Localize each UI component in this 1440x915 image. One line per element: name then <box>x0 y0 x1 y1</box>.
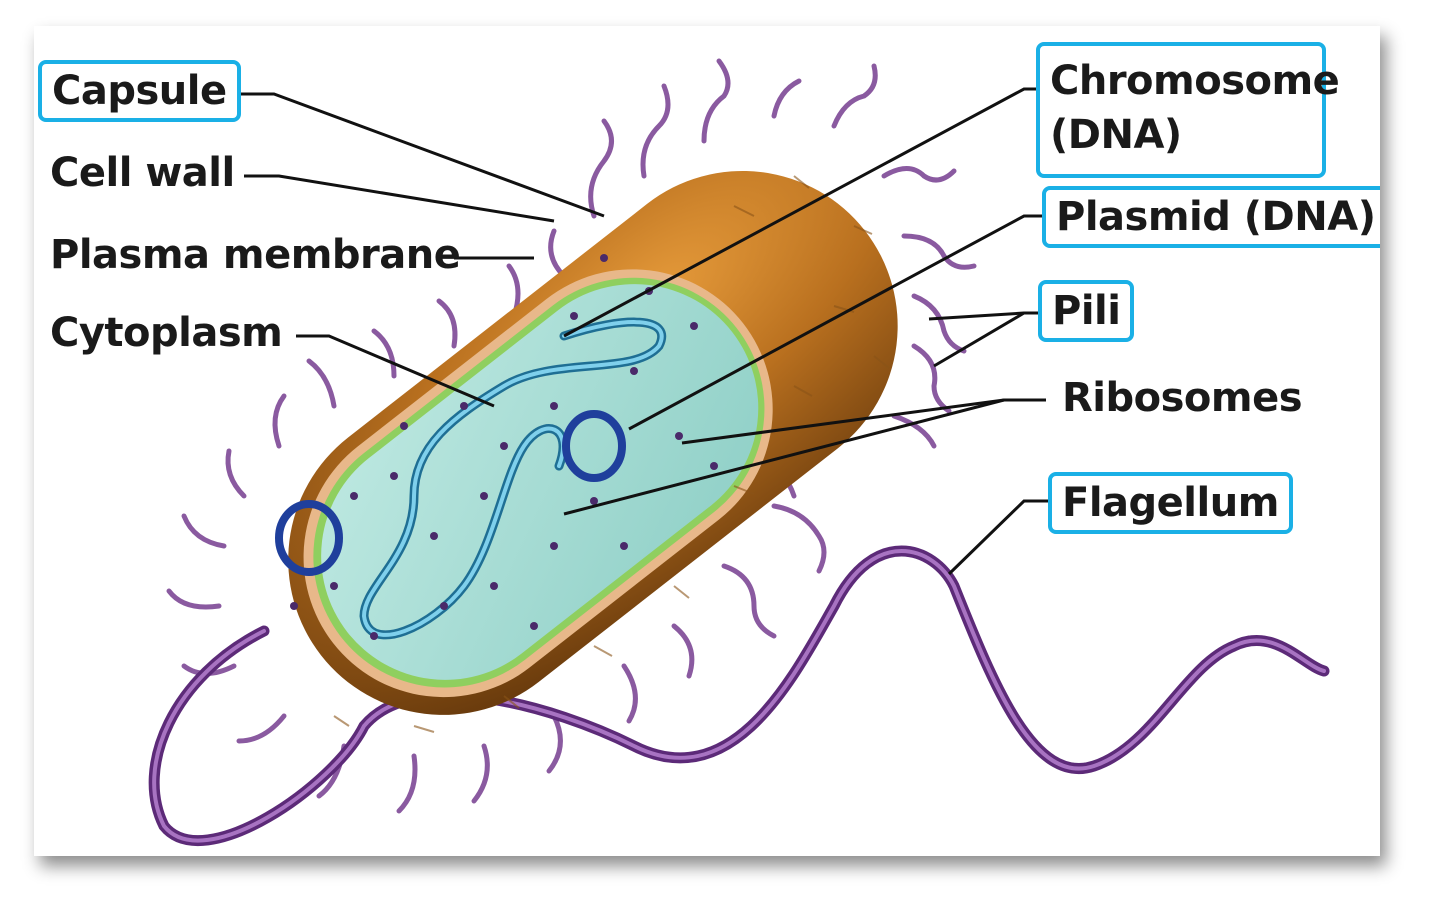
cytoplasm-layer <box>321 284 759 680</box>
plasmid-label-text: Plasmid (DNA) <box>1056 194 1376 240</box>
cell-wall-label: Cell wall <box>50 150 235 196</box>
ribosomes-group <box>290 254 718 640</box>
capsule-label: Capsule <box>38 60 241 122</box>
cytoplasm-label: Cytoplasm <box>50 310 283 356</box>
pili-label-text: Pili <box>1052 288 1121 334</box>
bacterial-cell-illustration <box>148 58 1330 846</box>
pili-label: Pili <box>1038 280 1135 342</box>
flagellum-label: Flagellum <box>1048 472 1293 534</box>
ribosomes-label: Ribosomes <box>1062 375 1303 421</box>
plasmid-label: Plasmid (DNA) <box>1042 186 1380 248</box>
chromosome-label: Chromosome (DNA) <box>1036 42 1340 178</box>
plasmid-shape <box>275 500 343 576</box>
plasmid-shape <box>562 410 626 482</box>
plasma-membrane-label: Plasma membrane <box>50 232 461 278</box>
leader-lines <box>234 87 1054 576</box>
chromosome-label-line2: (DNA) <box>1050 112 1182 158</box>
chromosome-label-line1: Chromosome <box>1050 58 1340 104</box>
capsule-label-text: Capsule <box>52 68 227 114</box>
flagellum-label-text: Flagellum <box>1062 480 1279 526</box>
diagram-frame: Capsule Cell wall Plasma membrane Cytopl… <box>34 26 1380 856</box>
